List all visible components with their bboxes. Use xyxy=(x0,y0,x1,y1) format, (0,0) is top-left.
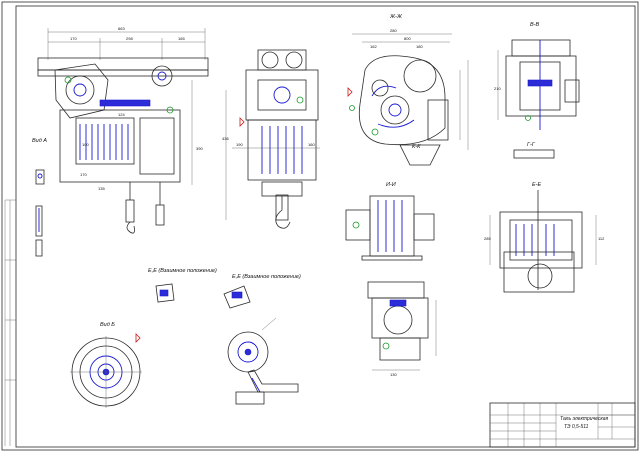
title-block: Таль электрическая ТЭ 0,5-511 xyxy=(489,402,636,448)
title-line-1: Таль электрическая xyxy=(560,416,608,422)
label-view-k: К-К xyxy=(412,144,421,150)
title-line-2: ТЭ 0,5-511 xyxy=(564,424,589,430)
dim-180: 180 xyxy=(416,44,423,49)
dim-280: 280 xyxy=(390,28,397,33)
dim-170: 170 xyxy=(70,36,77,41)
dim-170b: 170 xyxy=(80,172,87,177)
section-v-v: 210 Г-Г xyxy=(494,39,580,159)
part-e-b xyxy=(223,285,251,309)
section-lower-center: 130 xyxy=(367,281,437,377)
note-e-a: Е,Е (Взаимное положение) xyxy=(148,268,217,274)
label-view-i: И-И xyxy=(386,182,396,188)
section-i-i xyxy=(345,195,435,261)
view-a-details xyxy=(35,169,45,257)
dim-165: 165 xyxy=(178,36,185,41)
section-e-e: 285 112 xyxy=(484,190,605,293)
dim-800: 800 xyxy=(404,36,411,41)
gearbox-view: 280 800 162 180 Ж-Ж К-К xyxy=(347,14,469,166)
left-binding-strip xyxy=(4,199,16,446)
dim-160: 160 xyxy=(308,142,315,147)
label-view-v: В-В xyxy=(530,22,540,28)
dim-112: 112 xyxy=(598,236,605,241)
dim-190: 190 xyxy=(236,142,243,147)
dim-663: 663 xyxy=(118,26,125,31)
label-view-zh: Ж-Ж xyxy=(389,14,403,20)
inner-frame xyxy=(15,5,636,448)
dim-285: 285 xyxy=(484,236,491,241)
label-view-e: Е-Е xyxy=(532,182,542,188)
label-view-b: Вид Б xyxy=(100,322,115,328)
side-view: 436 190 160 xyxy=(222,49,320,229)
note-e-b: Е,Е (Взаимное положение) xyxy=(232,274,301,280)
dim-100: 100 xyxy=(82,142,89,147)
dim-124: 124 xyxy=(118,112,125,117)
view-b-drum xyxy=(70,333,142,408)
main-front-view: 663 170 298 165 124 100 390 xyxy=(37,26,209,234)
dim-436: 436 xyxy=(222,136,229,141)
crank-handle xyxy=(227,317,299,405)
dim-135: 135 xyxy=(98,186,105,191)
label-view-g: Г-Г xyxy=(527,142,536,148)
label-view-a: Вид А xyxy=(32,138,47,144)
dim-162: 162 xyxy=(370,44,377,49)
dim-130: 130 xyxy=(390,372,397,377)
dim-298: 298 xyxy=(126,36,133,41)
part-e-a xyxy=(155,283,175,303)
dim-210: 210 xyxy=(494,86,501,91)
drum-windings xyxy=(79,124,129,160)
dim-390: 390 xyxy=(196,146,203,151)
